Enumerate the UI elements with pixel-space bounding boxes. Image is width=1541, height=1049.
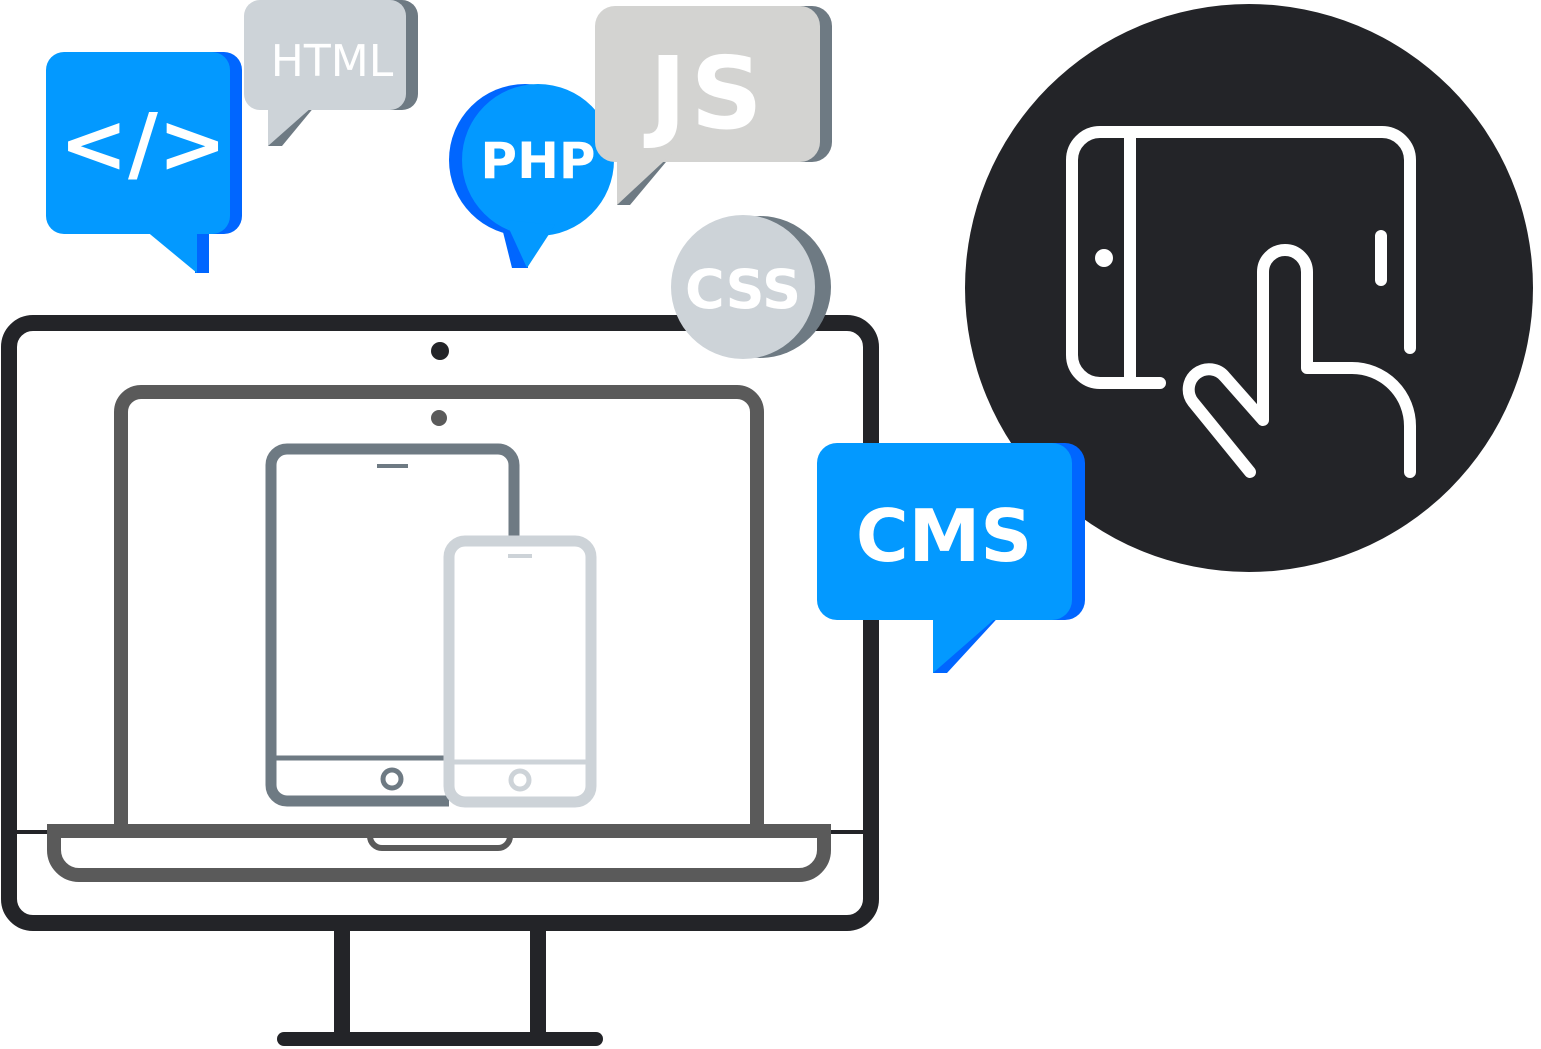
- js-bubble: JS: [595, 6, 832, 205]
- html-label: HTML: [271, 36, 394, 87]
- php-bubble: PHP: [449, 84, 614, 268]
- cms-label: CMS: [856, 494, 1032, 578]
- touch-tablet-icon: [965, 4, 1533, 572]
- css-bubble: CSS: [671, 215, 831, 359]
- webcam-icon: [431, 342, 449, 360]
- cms-bubble: CMS: [817, 443, 1085, 673]
- tablet: [265, 443, 520, 807]
- code-label: </>: [59, 97, 226, 192]
- laptop: [47, 385, 831, 882]
- phone: [443, 535, 597, 808]
- desktop-monitor: [1, 315, 879, 1046]
- code-bubble: </>: [46, 52, 242, 273]
- css-label: CSS: [685, 258, 801, 321]
- html-bubble: HTML: [244, 0, 418, 146]
- php-label: PHP: [480, 132, 595, 190]
- js-label: JS: [643, 35, 766, 152]
